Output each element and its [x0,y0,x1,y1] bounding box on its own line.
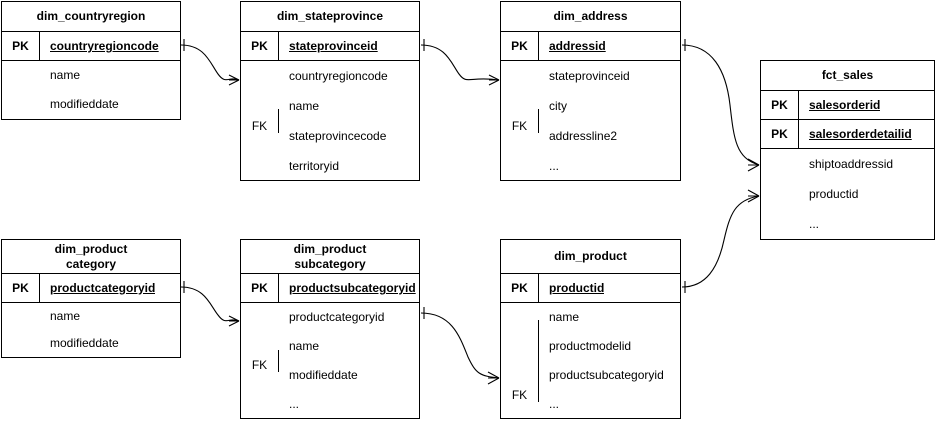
attribute-ellipsis: ... [549,159,560,173]
attribute-productmodelid: productmodelid [549,339,632,353]
entity-dim-productsubcategory[interactable]: dim_product subcategory PK productsubcat… [240,239,420,419]
key-tag-pk: PK [761,91,799,119]
relationship-stateprovince-to-address[interactable] [420,39,500,86]
key-tag-pk: PK [2,32,40,60]
key-field-countryregioncode: countryregioncode [50,39,159,53]
attribute-block-dim-stateprovince: FK countryregioncode name stateprovincec… [241,61,419,181]
entity-title-line: dim_product [293,241,367,256]
attribute-tag-fk: FK [501,109,539,133]
entity-dim-productcategory[interactable]: dim_product category PK productcategoryi… [1,239,181,358]
entity-title-fct-sales: fct_sales [761,61,934,91]
entity-title-line: dim_stateprovince [276,9,384,23]
key-tag-pk: PK [761,120,799,148]
key-field-productcategoryid: productcategoryid [50,281,156,295]
entity-fct-sales[interactable]: fct_sales PK salesorderid PK salesorderd… [760,60,935,240]
entity-title-line: subcategory [294,256,366,271]
attribute-name: name [50,68,81,82]
attribute-block-dim-address: FK stateprovinceid city addressline2 ... [501,61,680,181]
attribute-modifieddate: modifieddate [50,336,119,350]
attribute-block-dim-productcategory: name modifieddate [2,303,180,357]
key-field-salesorderdetailid: salesorderdetailid [809,127,912,141]
attribute-ellipsis: ... [549,397,560,411]
entity-title-dim-address: dim_address [501,2,680,32]
attribute-block-dim-product: FK name productmodelid productsubcategor… [501,303,680,419]
attribute-name: name [50,309,81,323]
relationship-countryregion-to-stateprovince[interactable] [180,39,240,86]
key-field-productid: productid [549,281,605,295]
key-row-productsubcategoryid[interactable]: PK productsubcategoryid [241,274,419,303]
key-row-addressid[interactable]: PK addressid [501,32,680,61]
key-field-addressid: addressid [549,39,606,53]
attribute-stateprovincecode: stateprovincecode [289,129,387,143]
key-tag-pk: PK [501,274,539,302]
key-field-productsubcategoryid: productsubcategoryid [289,281,416,295]
entity-title-dim-product: dim_product [501,240,680,274]
key-tag-pk: PK [2,274,40,302]
entity-title-dim-productcategory: dim_product category [2,240,180,274]
entity-dim-product[interactable]: dim_product PK productid FK name product… [500,239,681,419]
key-row-stateprovinceid[interactable]: PK stateprovinceid [241,32,419,61]
attribute-name: name [549,310,580,324]
entity-title-line: dim_countryregion [36,9,146,23]
attribute-tag-fk: FK [241,109,279,133]
attribute-territoryid: territoryid [289,159,340,173]
attribute-block-dim-productsubcategory: FK productcategoryid name modifieddate .… [241,303,419,419]
entity-dim-stateprovince[interactable]: dim_stateprovince PK stateprovinceid FK … [240,1,420,181]
attribute-productcategoryid: productcategoryid [289,310,385,324]
key-field-salesorderid: salesorderid [809,98,881,112]
entity-title-line: fct_sales [821,68,874,82]
key-tag-pk: PK [501,32,539,60]
attribute-countryregioncode: countryregioncode [289,69,388,83]
relationship-product-to-sales[interactable] [681,189,760,293]
attribute-productid: productid [809,187,859,201]
key-row-productcategoryid[interactable]: PK productcategoryid [2,274,180,303]
relationship-productcategory-to-subcategory[interactable] [180,281,240,327]
entity-dim-address[interactable]: dim_address PK addressid FK stateprovinc… [500,1,681,181]
entity-dim-countryregion[interactable]: dim_countryregion PK countryregioncode n… [1,1,181,120]
entity-title-line: dim_product [554,249,627,263]
attribute-productsubcategoryid: productsubcategoryid [549,368,664,382]
key-row-salesorderid[interactable]: PK salesorderid [761,91,934,120]
key-row-salesorderdetailid[interactable]: PK salesorderdetailid [761,120,934,149]
entity-title-dim-productsubcategory: dim_product subcategory [241,240,419,274]
attribute-stateprovinceid: stateprovinceid [549,69,630,83]
entity-title-line: dim_address [553,9,628,23]
attribute-addressline2: addressline2 [549,129,618,143]
entity-title-dim-stateprovince: dim_stateprovince [241,2,419,32]
attribute-tag-fk: FK [241,350,279,372]
key-field-stateprovinceid: stateprovinceid [289,39,378,53]
attribute-shiptoaddressid: shiptoaddressid [809,157,894,171]
attribute-ellipsis: ... [809,217,820,231]
attribute-name: name [289,99,320,113]
attribute-city: city [549,99,567,113]
attribute-name: name [289,339,320,353]
key-row-countryregioncode[interactable]: PK countryregioncode [2,32,180,61]
entity-title-line: category [65,256,117,271]
attribute-block-dim-countryregion: name modifieddate [2,61,180,119]
key-row-productid[interactable]: PK productid [501,274,680,303]
key-tag-pk: PK [241,274,279,302]
relationship-address-to-sales[interactable] [681,39,760,172]
attribute-modifieddate: modifieddate [289,368,358,382]
entity-title-line: dim_product [54,241,128,256]
attribute-modifieddate: modifieddate [50,97,119,111]
entity-title-dim-countryregion: dim_countryregion [2,2,180,32]
attribute-ellipsis: ... [289,397,300,411]
attribute-block-fct-sales: shiptoaddressid productid ... [761,149,934,239]
key-tag-pk: PK [241,32,279,60]
attribute-tag-fk: FK [501,320,539,402]
relationship-subcategory-to-product[interactable] [420,307,500,385]
